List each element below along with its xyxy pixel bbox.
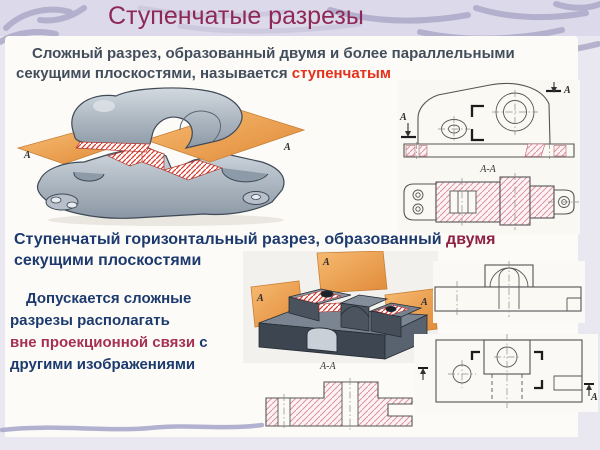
arch-front-view-drawing: [433, 261, 585, 323]
part-upper-half: [71, 87, 243, 153]
cutting-plane-top: A: [316, 251, 388, 294]
plane-label-a: A: [420, 297, 428, 308]
section-arrow-label: A: [399, 112, 407, 123]
section-arrow-label: A: [563, 85, 571, 96]
note-line1: Допускается сложные: [26, 290, 192, 307]
plane-label-a: A: [256, 293, 264, 304]
subheading-line1: Ступенчатый горизонтальный разрез, образ…: [14, 231, 447, 248]
subheading-line2: секущими плоскостями: [14, 252, 202, 269]
stepped-block: [258, 288, 429, 360]
stepped-section: A: [265, 377, 430, 430]
plane-label-a: A: [322, 257, 330, 268]
section-a-a-drawing: А-А: [398, 162, 580, 234]
section-arrow-label: A: [590, 392, 598, 403]
plane-label-a: A: [283, 142, 291, 153]
plan-view-drawing: A: [414, 334, 598, 412]
front-view: A A: [399, 82, 575, 159]
plane-label-a: A: [23, 150, 31, 161]
subheading-highlight: двумя: [446, 231, 496, 248]
front-view-drawing: A A: [398, 80, 580, 164]
decorative-line: [0, 422, 265, 433]
definition-highlight: ступенчатым: [291, 65, 391, 82]
arch-front-view: [434, 261, 582, 317]
note-highlight: вне проекционной связи: [10, 334, 196, 351]
note-text: Допускается сложные разрезы располагать …: [10, 288, 252, 376]
note-line2: разрезы располагать: [10, 312, 170, 329]
definition-line2: секущими плоскостями, называется: [16, 65, 292, 82]
plan-view: A: [418, 334, 598, 408]
definition-line1: Сложный разрез, образованный двумя и бол…: [32, 45, 515, 62]
section-label-center: А-А: [320, 361, 336, 372]
definition-text: Сложный разрез, образованный двумя и бол…: [16, 44, 550, 84]
title-banner: [0, 0, 600, 36]
page-title: Ступенчатые разрезы: [108, 2, 364, 30]
stepped-cut-3d-illustration: A A A: [243, 251, 438, 363]
subheading: Ступенчатый горизонтальный разрез, образ…: [14, 229, 566, 271]
section-label: А-А: [479, 164, 496, 175]
note-line4: другими изображениями: [10, 356, 196, 373]
stepped-section-3d-illustration: A A: [16, 84, 306, 229]
part-lower-half: [36, 145, 285, 219]
note-line3-tail: с: [195, 334, 208, 351]
section-view: [403, 173, 579, 230]
